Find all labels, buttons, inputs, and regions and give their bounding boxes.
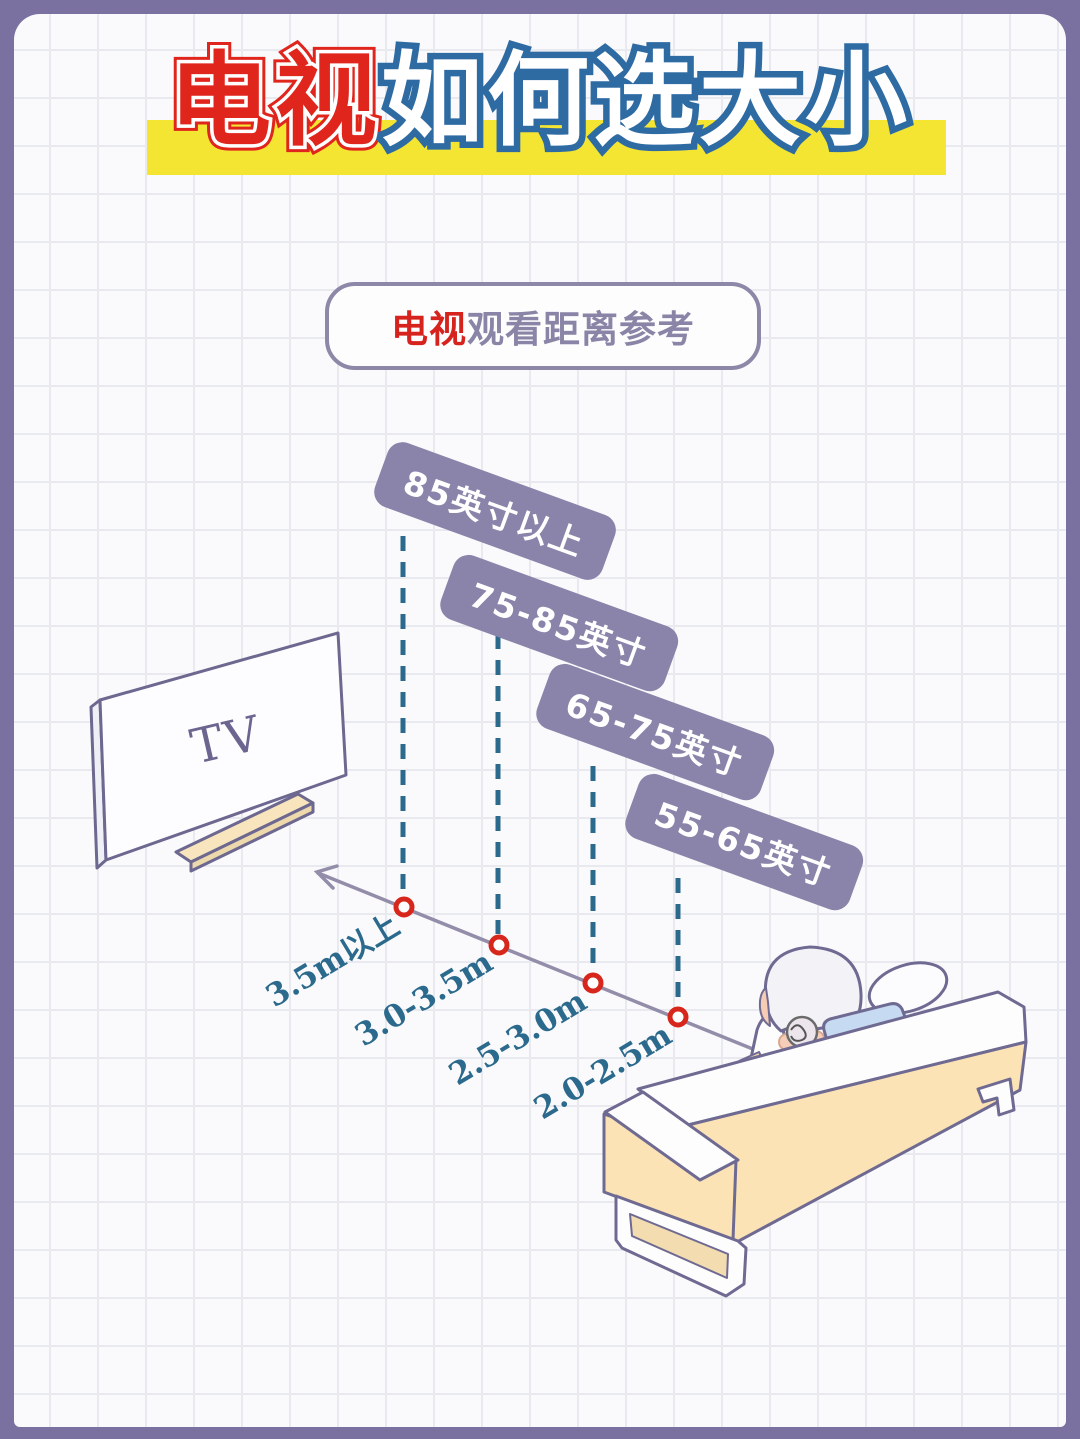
subtitle-rest: 观看距离参考	[467, 308, 695, 351]
distance-dot	[393, 896, 415, 918]
title-fill-layer: 电视如何选大小	[169, 42, 911, 161]
tv-illustration: TV	[89, 631, 348, 873]
sofa-base-inset	[629, 1213, 729, 1279]
page-title: 电视如何选大小 电视如何选大小 电视如何选大小	[0, 39, 1080, 176]
subtitle-highlight: 电视	[391, 308, 467, 351]
sofa-armrest-top	[603, 1090, 740, 1182]
title-outline-layer: 电视如何选大小	[163, 39, 914, 164]
distance-dashed-lines	[400, 536, 681, 1006]
title-inline-layer: 电视如何选大小	[166, 42, 381, 161]
subtitle-badge: 电视观看距离参考	[325, 282, 761, 370]
distance-dot	[488, 934, 510, 956]
sofa-pillow	[867, 961, 949, 1015]
sofa-illustration	[602, 945, 1028, 1298]
distance-dots	[393, 896, 689, 1028]
tv-screen	[98, 631, 348, 862]
tv-stand-base	[189, 801, 315, 873]
floor-arrow	[313, 864, 339, 890]
person-face	[758, 987, 771, 1027]
sofa-leg	[976, 1077, 1016, 1117]
game-controller-cord	[790, 1024, 807, 1042]
distance-dot	[667, 1006, 689, 1028]
distance-dot	[582, 972, 604, 994]
title-part-blue: 如何选大小	[375, 39, 914, 164]
title-part-red: 电视	[163, 39, 384, 164]
title-highlight-bar	[147, 120, 946, 175]
